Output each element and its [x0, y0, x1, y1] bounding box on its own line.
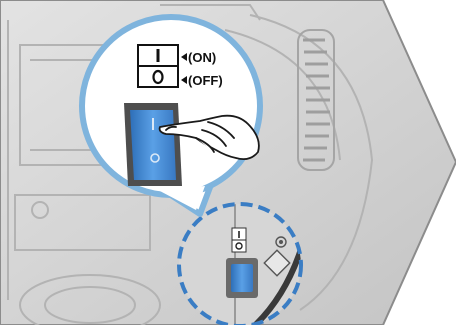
arrow-left-icon: [181, 53, 187, 61]
on-label-text: (ON): [188, 50, 217, 65]
on-label: (ON): [181, 51, 216, 64]
zoom-detail: [179, 204, 301, 325]
rocker-switch-icon: [124, 103, 182, 186]
hand-icon: [158, 114, 260, 161]
arrow-left-icon: [181, 76, 187, 84]
switch-detail-icon: [231, 264, 253, 292]
dashed-zoom-ring: [177, 202, 303, 325]
off-label: (OFF): [181, 74, 223, 87]
wheel-housing: [297, 29, 335, 171]
wheel-ribs: [303, 38, 330, 162]
off-label-text: (OFF): [188, 73, 223, 88]
power-switch-icon: [137, 44, 179, 88]
screw-icon: [275, 236, 287, 248]
